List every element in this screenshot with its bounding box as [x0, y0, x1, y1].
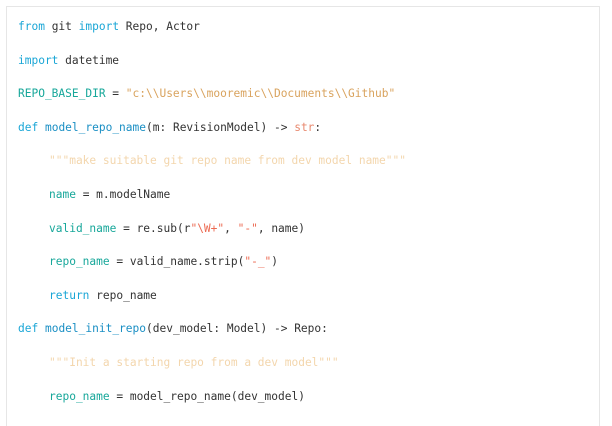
code-line: def model_init_repo(dev_model: Model) ->…	[7, 320, 328, 338]
code-line: name = m.modelName	[7, 186, 170, 204]
code-token: :	[314, 120, 322, 134]
code-token: (m: RevisionModel) ->	[146, 120, 295, 134]
code-line: from git import Repo, Actor	[7, 18, 200, 36]
code-token: import	[78, 20, 120, 33]
code-token: = valid_name.strip(	[109, 255, 245, 269]
code-token: = re.sub(r	[116, 221, 191, 235]
code-token: (dev_model: Model) -> Repo:	[146, 322, 328, 336]
code-line: valid_name = re.sub(r"\W+", "-", name)	[7, 220, 305, 238]
code-token: from	[18, 20, 45, 33]
code-token: git	[44, 20, 79, 33]
code-token: name	[49, 188, 76, 201]
code-token: repo_name	[49, 389, 110, 403]
code-token: "-_"	[244, 255, 272, 269]
code-line: import datetime	[7, 52, 119, 70]
code-line: return repo_name	[7, 287, 157, 305]
code-token	[38, 322, 45, 335]
code-token: model_init_repo	[44, 322, 147, 336]
code-token: =	[105, 87, 126, 101]
code-token: repo_name	[89, 288, 157, 302]
code-line: """Init a starting repo from a dev model…	[7, 354, 339, 372]
code-line: REPO_BASE_DIR = "c:\\Users\\mooremic\\Do…	[7, 85, 395, 103]
code-token: def	[18, 120, 39, 134]
code-token: )	[271, 255, 279, 269]
code-token: valid_name	[49, 221, 117, 235]
code-token: "c:\\Users\\mooremic\\Documents\\Github"	[125, 87, 396, 101]
code-token: = m.modelName	[75, 188, 171, 201]
code-token: repo_name	[49, 255, 110, 269]
code-line: """make suitable git repo name from dev …	[7, 152, 406, 170]
code-token: str	[294, 120, 315, 134]
code-token: "-"	[237, 221, 258, 235]
code-token: """make suitable git repo name from dev …	[49, 154, 406, 168]
code-token: """Init a starting repo from a dev model…	[49, 356, 339, 369]
code-token: REPO_BASE_DIR	[18, 87, 106, 101]
code-token: datetime	[58, 53, 120, 67]
code-token: import	[18, 53, 59, 67]
code-token: , name)	[257, 221, 305, 235]
code-token: def	[18, 322, 39, 336]
code-token: Repo, Actor	[119, 20, 200, 33]
code-token: "\W+"	[190, 221, 225, 235]
code-line: def model_repo_name(m: RevisionModel) ->…	[7, 119, 321, 137]
code-token: model_repo_name	[44, 120, 147, 134]
code-line: repo_name = valid_name.strip("-_")	[7, 253, 278, 271]
code-token: ,	[224, 221, 238, 235]
code-token: = model_repo_name(dev_model)	[109, 389, 305, 403]
code-token	[38, 121, 45, 134]
code-token: return	[49, 288, 90, 302]
code-line: repo_name = model_repo_name(dev_model)	[7, 388, 305, 406]
